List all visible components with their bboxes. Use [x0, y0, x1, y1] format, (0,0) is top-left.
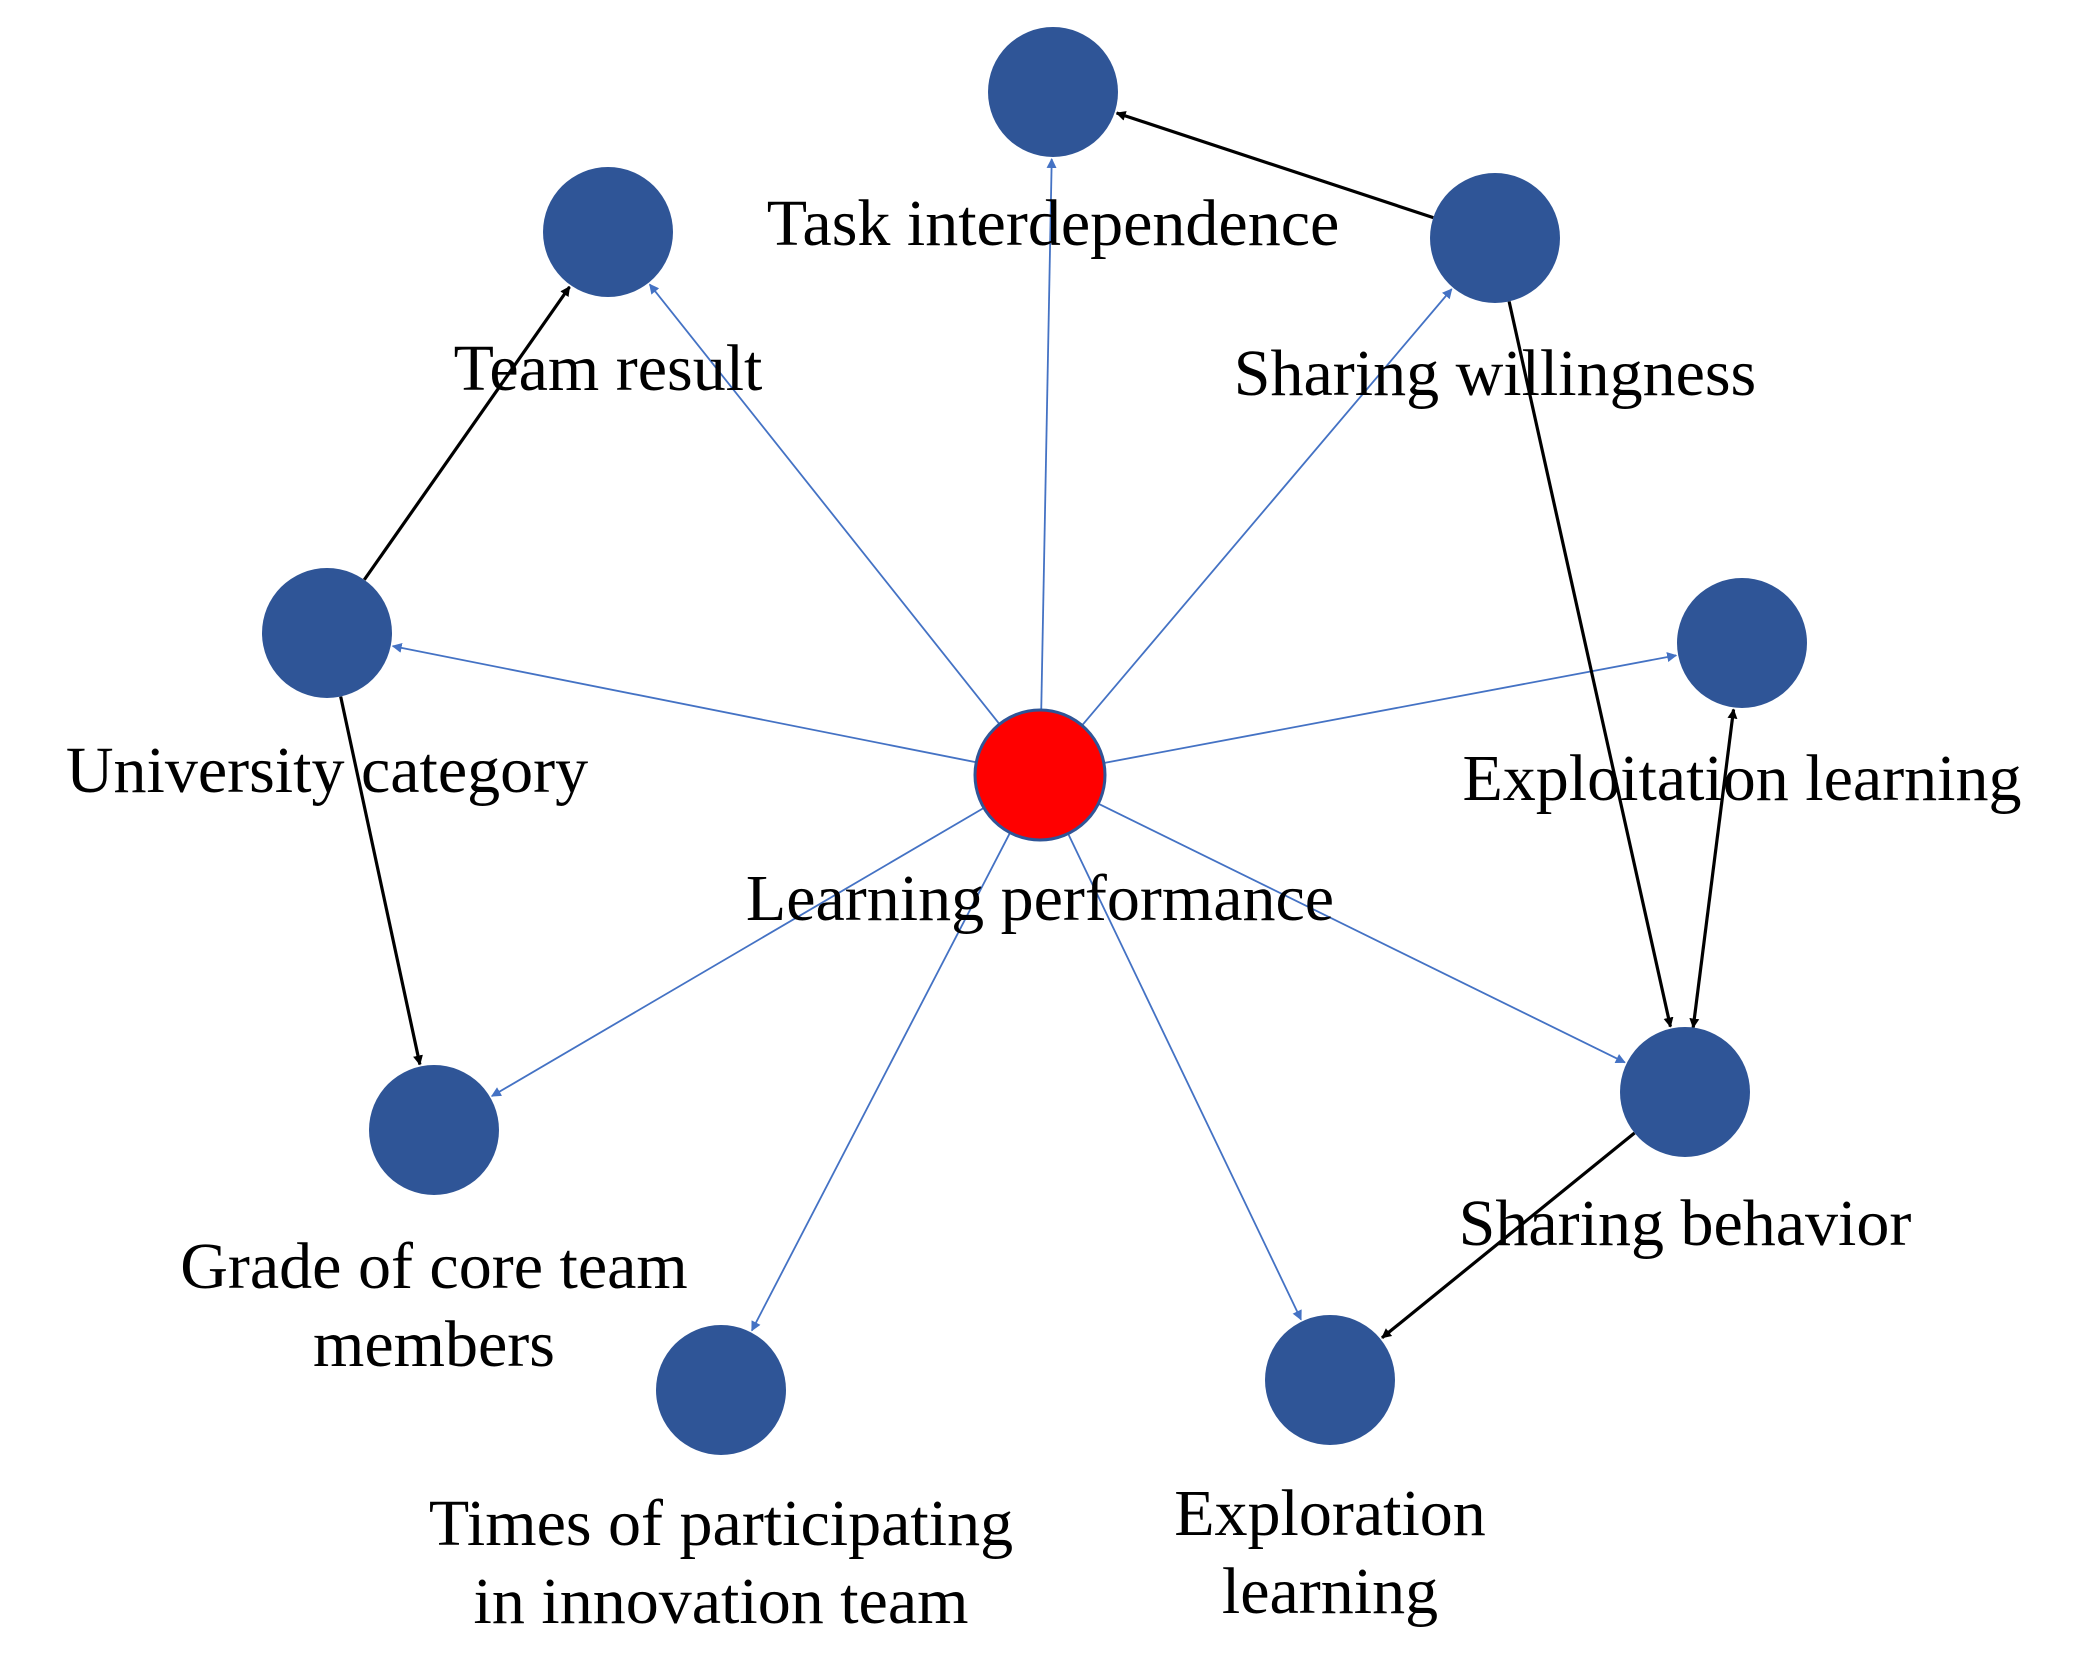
edges [339, 111, 1738, 1340]
label-grade-core-members-line-1: Grade of core team [180, 1230, 688, 1303]
edge-learning-performance-to-task-interdependence [1040, 157, 1057, 711]
label-times-participating-line-1: Times of participating [429, 1487, 1013, 1560]
edge-learning-performance-to-sharing-behavior [1097, 802, 1626, 1064]
edge-learning-performance-to-team-result [649, 283, 1001, 725]
node-university-category[interactable] [262, 568, 392, 698]
edge-learning-performance-to-times-participating [751, 832, 1011, 1332]
label-grade-core-members-line-2: members [313, 1308, 555, 1381]
node-exploitation-learning[interactable] [1677, 578, 1807, 708]
node-task-interdependence[interactable] [988, 27, 1118, 157]
label-university-category: University category [66, 734, 588, 807]
edge-sharing-behavior-to-exploration-learning [1381, 1131, 1636, 1340]
edge-sharing-willingness-to-task-interdependence [1115, 111, 1434, 220]
edge-learning-performance-to-university-category [391, 642, 977, 764]
edge-learning-performance-to-exploration-learning [1067, 833, 1302, 1321]
label-exploration-learning-line-2: learning [1222, 1555, 1438, 1628]
node-sharing-behavior[interactable] [1620, 1027, 1750, 1157]
label-exploitation-learning: Exploitation learning [1462, 742, 2021, 815]
node-sharing-willingness[interactable] [1430, 173, 1560, 303]
node-team-result[interactable] [543, 167, 673, 297]
node-times-participating[interactable] [656, 1325, 786, 1455]
label-learning-performance: Learning performance [746, 862, 1334, 935]
edge-learning-performance-to-grade-core-members [490, 807, 985, 1097]
labels: Learning performance Task interdependence… [66, 187, 2022, 1638]
label-sharing-willingness: Sharing willingness [1234, 337, 1757, 410]
label-exploration-learning-line-1: Exploration [1174, 1477, 1486, 1550]
label-sharing-behavior: Sharing behavior [1459, 1187, 1912, 1260]
nodes [262, 27, 1807, 1455]
node-grade-core-members[interactable] [369, 1065, 499, 1195]
edge-sharing-behavior-to-exploitation-learning [1689, 708, 1738, 1029]
label-task-interdependence: Task interdependence [767, 187, 1340, 260]
node-learning-performance[interactable] [973, 708, 1107, 842]
edge-sharing-willingness-to-sharing-behavior [1507, 301, 1674, 1028]
label-team-result: Team result [454, 332, 763, 405]
node-exploration-learning[interactable] [1265, 1315, 1395, 1445]
label-times-participating-line-2: in innovation team [474, 1565, 969, 1638]
edge-learning-performance-to-sharing-willingness [1081, 288, 1453, 726]
edge-learning-performance-to-exploitation-learning [1103, 652, 1678, 764]
edge-university-category-to-team-result [362, 285, 571, 581]
edge-university-category-to-grade-core-members [339, 696, 423, 1066]
